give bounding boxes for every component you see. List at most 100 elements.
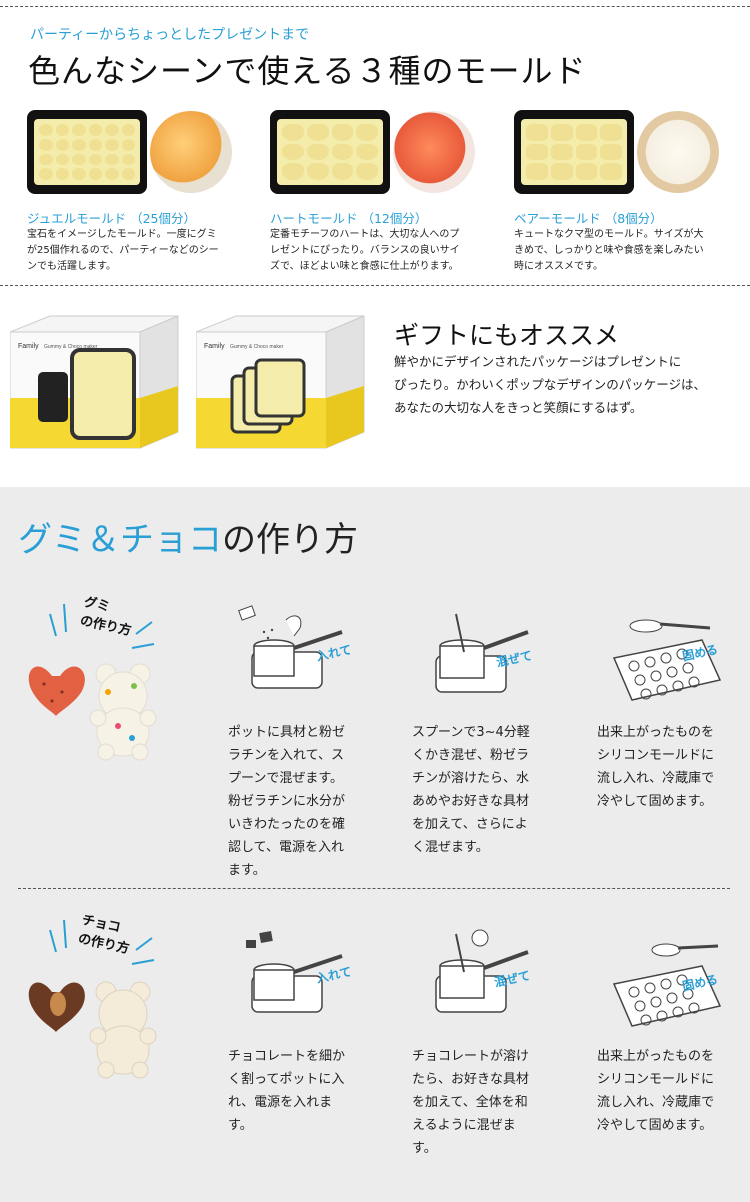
heart-gummy-photo (393, 111, 475, 193)
howto-divider (18, 888, 730, 889)
choco-step-1: チョコレートを細か く割ってポットに入 れ、電源を入れま す。 (228, 1045, 345, 1137)
step-line: く混ぜます。 (412, 840, 489, 855)
mold-cavity (550, 124, 573, 141)
mold-desc-heart: 定番モチーフのハートは、大切な人へのプ レゼントにぴったり。バランスの良いサイ … (270, 227, 460, 275)
mold-cavity (105, 153, 119, 166)
mold-cavity (600, 143, 622, 161)
gift-desc-line: あなたの大切な人をきっと笑顔にするはず。 (394, 400, 643, 415)
mold-cavity (600, 124, 622, 141)
mold-cavity (72, 168, 86, 180)
mold-cavity (55, 168, 69, 180)
step-line: 出来上がったものを (597, 725, 715, 740)
howto-title-accent: グミ＆チョコ (18, 520, 222, 560)
choco-step-pot-add-illustration (246, 931, 343, 1013)
step-line: シリコンモールドに (597, 1072, 715, 1087)
mold-cavity (331, 124, 354, 141)
section-title: 色んなシーンで使える３種のモールド (28, 52, 587, 90)
gummy-step-3: 出来上がったものを シリコンモールドに 流し入れ、冷蔵庫で 冷やして固めます。 (597, 721, 714, 813)
mold-desc-bear: キュートなクマ型のモールド。サイズが大 きめで、しっかりと味や食感を楽しみたい … (514, 227, 704, 275)
mold-cavity (575, 143, 598, 161)
box-sub-text: Gummy & Choco maker (44, 344, 98, 350)
step-line: 冷やして固めます。 (597, 794, 713, 809)
section-kicker: パーティーからちょっとしたプレゼントまで (30, 27, 310, 43)
step-line: ます。 (228, 863, 266, 878)
gift-title: ギフトにもオススメ (394, 321, 620, 350)
mold-cavity (55, 153, 69, 166)
mold-cavity (72, 124, 86, 136)
mold-cavity (331, 163, 354, 180)
heart-mold-image (270, 110, 390, 194)
step-line: す。 (228, 1118, 253, 1133)
step-line: 認して、電源を入れ (228, 840, 344, 855)
gift-box-image-2: Family Gummy & Choco maker (196, 315, 365, 449)
mold-cavity (282, 124, 304, 141)
mold-cavity (356, 124, 378, 141)
mold-cavity (88, 153, 102, 166)
mold-desc-line: ズで、ほどよい味と食感に仕上がります。 (270, 261, 459, 272)
mold-desc-line: ンでも活躍します。 (27, 261, 116, 272)
mold-cavity (105, 168, 119, 180)
gift-desc-line: 鮮やかにデザインされたパッケージはプレゼントに (394, 354, 682, 369)
top-divider (0, 6, 750, 7)
mold-cavity (550, 163, 573, 180)
howto-section (0, 487, 750, 1202)
box-brand-text: Family (18, 343, 39, 350)
mold-cavity (88, 138, 102, 151)
mold-cavity (39, 124, 53, 136)
mold-cavity (575, 124, 598, 141)
mold-cavity (39, 168, 53, 180)
mold-desc-line: キュートなクマ型のモールド。サイズが大 (514, 229, 704, 240)
step-line: 流し入れ、冷蔵庫で (597, 771, 715, 786)
step-line: ラチンを入れて、ス (228, 748, 344, 763)
mold-cavity (356, 163, 378, 180)
choco-step-mold-pour-illustration (612, 943, 722, 1027)
mold-cavity (526, 124, 548, 141)
mold-cavity (105, 124, 119, 136)
mold-title-bear: ベアーモールド （8個分） (514, 211, 663, 226)
step-pot-mix-illustration (435, 613, 529, 693)
choco-burst-lines (49, 919, 155, 965)
step-line: く割ってポットに入 (228, 1072, 345, 1087)
mold-cavity (55, 138, 69, 151)
step-line: チョコレートを細か (228, 1049, 346, 1064)
step-line: 流し入れ、冷蔵庫で (597, 1095, 715, 1110)
step-line: 冷やして固めます。 (597, 1118, 713, 1133)
mold-cavity (306, 124, 329, 141)
step-line: す。 (412, 1141, 437, 1156)
mold-cavity (121, 138, 135, 151)
gift-box-image-1: Family Gummy & Choco maker (10, 315, 179, 449)
mold-cavity (39, 138, 53, 151)
gummy-burst-lines (49, 603, 155, 649)
mold-cavity (306, 143, 329, 161)
jewel-mold-image (27, 110, 147, 194)
mold-desc-line: 定番モチーフのハートは、大切な人へのプ (270, 229, 460, 240)
step-line: 出来上がったものを (597, 1049, 715, 1064)
mold-cavity (121, 168, 135, 180)
gift-desc-line: ぴったり。かわいくポップなデザインのパッケージは、 (394, 377, 707, 392)
mold-cavity (88, 168, 102, 180)
mold-cavity (526, 143, 548, 161)
bear-mold-image (514, 110, 634, 194)
gummy-sample-image (28, 663, 157, 761)
mold-cavity (282, 143, 304, 161)
step-line: 粉ゼラチンに水分が (228, 794, 346, 809)
mold-cavity (550, 143, 573, 161)
mold-cavity (39, 153, 53, 166)
mold-cavity (282, 163, 304, 180)
mold-cavity (600, 163, 622, 180)
jewel-gummy-photo (150, 111, 232, 193)
mold-desc-line: 時にオススメです。 (514, 261, 603, 272)
mold-desc-line: が25個作れるので、パーティーなどのシー (27, 245, 219, 256)
bear-gummy-photo (637, 111, 719, 193)
choco-step-pot-mix-illustration (435, 929, 529, 1013)
gummy-step-1: ポットに具材と粉ゼ ラチンを入れて、ス プーンで混ぜます。 粉ゼラチンに水分が … (228, 721, 345, 882)
step-line: いきわたったのを確 (228, 817, 346, 832)
box-brand-text: Family (204, 343, 225, 350)
step-line: プーンで混ぜます。 (228, 771, 344, 786)
mold-cavity (306, 163, 329, 180)
step-line: くかき混ぜ、粉ゼラ (412, 748, 530, 763)
mold-desc-line: レゼントにぴったり。バランスの良いサイ (270, 245, 460, 256)
step-line: を加えて、全体を和 (412, 1095, 528, 1110)
gummy-step-2: スプーンで3~4分軽 くかき混ぜ、粉ゼラ チンが溶けたら、水 あめやお好きな具材… (412, 721, 530, 859)
box-sub-text: Gummy & Choco maker (230, 344, 284, 350)
